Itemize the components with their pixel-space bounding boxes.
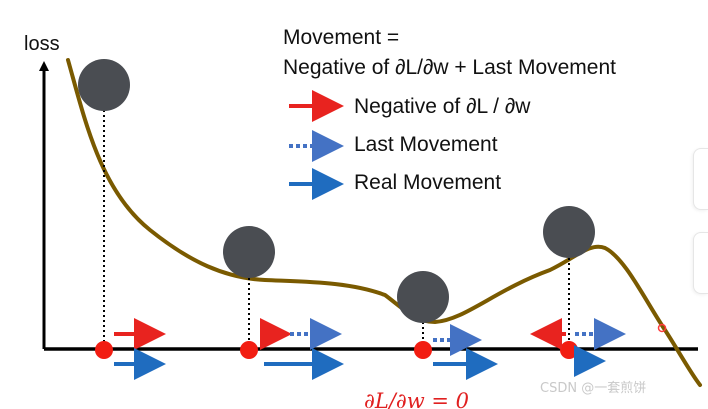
ball-1 [78,59,130,111]
side-tab-top[interactable] [693,148,708,210]
y-axis-label: loss [24,33,60,55]
watermark: CSDN @一套煎饼 [540,380,646,396]
ball-3 [397,271,449,323]
title-line-1: Movement = [283,26,399,49]
point-3 [414,341,432,359]
cursor-marker [657,323,667,333]
zero-gradient-label: ∂L/∂w = 0 [364,389,469,409]
point-2 [240,341,258,359]
title-line-2: Negative of ∂L/∂w + Last Movement [283,56,616,79]
drop-lines [103,110,570,349]
legend-label-gradient: Negative of ∂L / ∂w [354,95,531,118]
point-4 [560,341,578,359]
point-1 [95,341,113,359]
ball-4 [543,206,595,258]
side-tab-bottom[interactable] [693,232,708,294]
ball-2 [223,226,275,278]
legend-label-last: Last Movement [354,133,498,156]
legend-label-real: Real Movement [354,171,501,194]
legend: Negative of ∂L / ∂w Last Movement Real M… [289,90,531,200]
